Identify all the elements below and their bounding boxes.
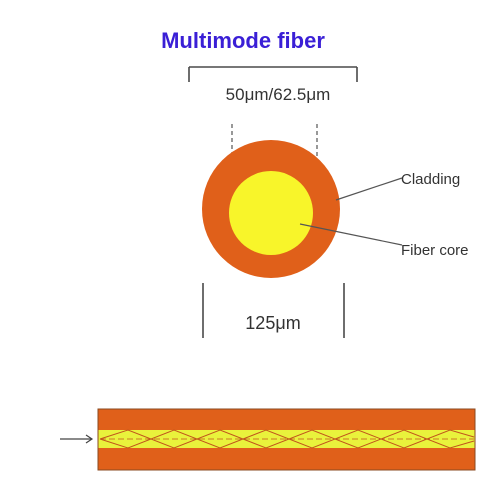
right-arrow-icon: [60, 434, 94, 444]
core-dimension-label: 50μm/62.5μm: [226, 85, 331, 104]
fiber-core-label: Fiber core: [401, 242, 469, 259]
page-title: Multimode fiber: [161, 28, 325, 53]
cladding-label: Cladding: [401, 171, 460, 188]
cladding-dimension-marks: [202, 283, 345, 338]
cladding-dimension-label: 125μm: [245, 313, 300, 333]
fiber-outline: [97, 408, 476, 471]
fiber-core-strip: [98, 430, 475, 448]
core-circle: [229, 171, 313, 255]
core-dimension-bracket: [188, 66, 358, 82]
callout-lines: [299, 177, 403, 246]
longitudinal-fiber: [97, 408, 476, 471]
